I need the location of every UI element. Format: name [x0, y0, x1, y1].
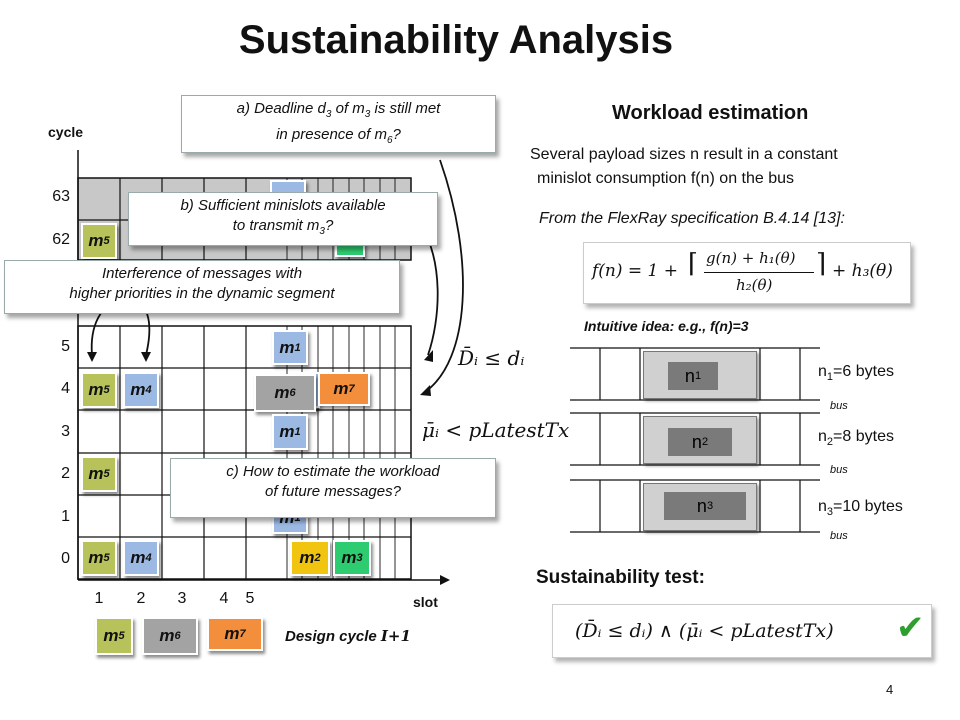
slot-label: 4	[219, 590, 229, 607]
callout-workload: c) How to estimate the workload of futur…	[170, 458, 496, 518]
slot-label: 5	[245, 590, 255, 607]
bus-label: bus	[830, 400, 848, 412]
cycle-label: 0	[61, 550, 70, 567]
callout-minislots: b) Sufficient minislots available to tra…	[128, 192, 438, 246]
workload-desc-line1: Several payload sizes n result in a cons…	[530, 146, 838, 163]
deadline-formula: D̄ᵢ ≤ dᵢ	[458, 346, 525, 370]
cycle-label: 1	[61, 508, 70, 525]
page-title: Sustainability Analysis	[238, 18, 674, 62]
slot-axis-label: slot	[413, 594, 438, 610]
cycle-label: 63	[52, 188, 70, 205]
bus-label: bus	[830, 530, 848, 542]
intuitive-idea: Intuitive idea: e.g., f(n)=3	[584, 318, 749, 334]
slot-label: 1	[94, 590, 104, 607]
n2-desc: n2=8 bytes	[818, 428, 894, 449]
workload-title: Workload estimation	[612, 102, 809, 124]
bus-label: bus	[830, 464, 848, 476]
sustainability-test-formula: (D̄ᵢ ≤ dᵢ) ∧ (μ̄ᵢ < pLatestTx)	[552, 604, 932, 658]
slot-label: 3	[177, 590, 187, 607]
slot-label: 2	[136, 590, 146, 607]
latest-tx-formula: μ̄ᵢ < pLatestTx	[422, 418, 570, 442]
cycle-label: 5	[61, 338, 70, 355]
callout-deadline: a) Deadline d3 of m3 is still met in pre…	[181, 95, 496, 153]
cycle-label: 62	[52, 231, 70, 248]
callout-interference: Interference of messages with higher pri…	[4, 260, 400, 314]
cycle-label: 2	[61, 465, 70, 482]
check-icon: ✔	[896, 609, 925, 647]
sustainability-test-title: Sustainability test:	[536, 567, 705, 588]
cycle-label: 4	[61, 380, 70, 397]
design-cycle-label: Design cycle I+1	[285, 627, 411, 645]
cycle-label: 3	[61, 423, 70, 440]
n3-desc: n3=10 bytes	[818, 498, 903, 519]
page-number: 4	[886, 682, 894, 697]
workload-desc-line2: minislot consumption f(n) on the bus	[537, 170, 795, 187]
cycle-axis-label: cycle	[48, 124, 84, 140]
minislot-formula: f(n) = 1 + ⌈ g(n) + h₁(θ) h₂(θ) ⌉ + h₃(θ…	[583, 242, 911, 304]
spec-reference: From the FlexRay specification B.4.14 [1…	[539, 210, 845, 227]
n1-desc: n1=6 bytes	[818, 363, 894, 384]
